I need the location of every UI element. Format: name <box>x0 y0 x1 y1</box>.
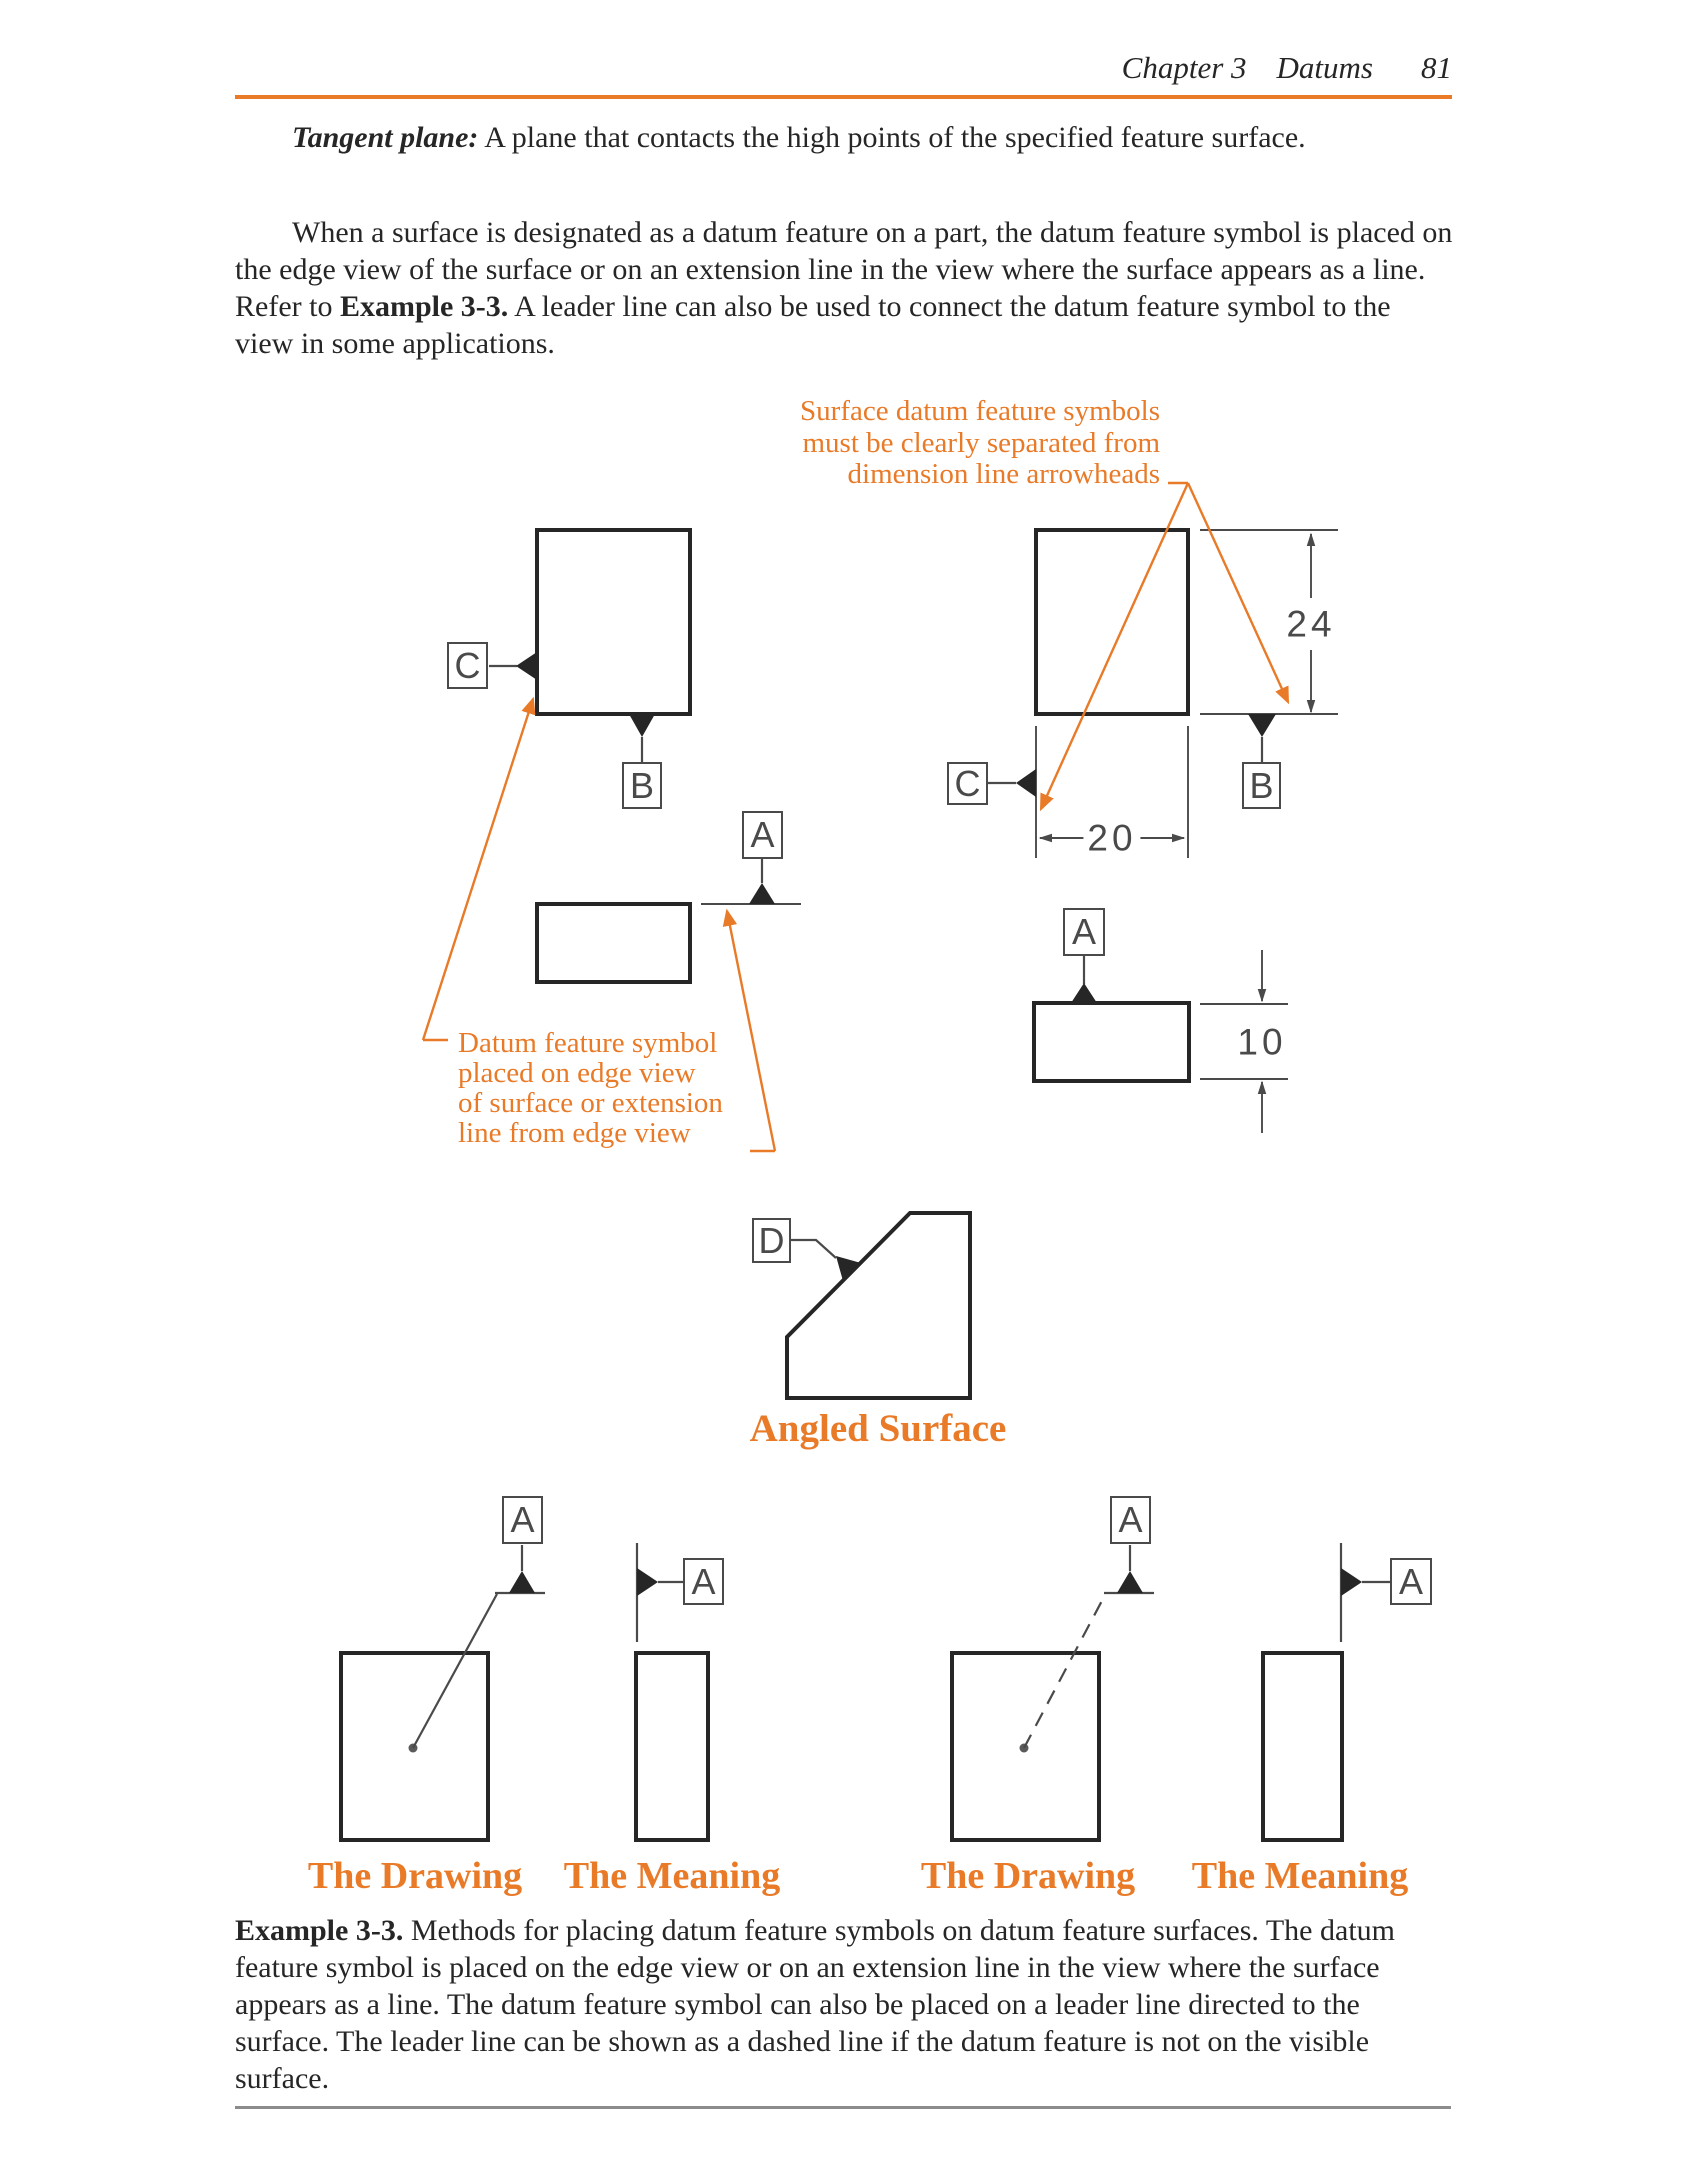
pair1-meaning-view <box>634 1543 710 1842</box>
datum-letter: A <box>1398 1560 1423 1602</box>
datum-letter: C <box>954 762 981 804</box>
dimension-20: 20 <box>1083 818 1141 858</box>
annotation-left-line2: placed on edge view <box>458 1057 696 1089</box>
orange-leaders <box>421 481 1290 1153</box>
datum-letter: A <box>1118 1499 1143 1540</box>
paragraph-tangent-plane-text: A plane that contacts the high points of… <box>478 121 1306 154</box>
pair1-meaning-label: The Meaning <box>563 1855 781 1897</box>
datum-box-c-upper-left: C <box>447 642 488 689</box>
pair2-drawing-view <box>950 1545 1154 1842</box>
annotation-top-line2: must be clearly separated from <box>802 426 1160 459</box>
pair2-meaning-label: The Meaning <box>1191 1855 1409 1897</box>
angled-surface-label: Angled Surface <box>749 1407 1007 1450</box>
figure-caption: Example 3-3. Methods for placing datum f… <box>235 1912 1455 2097</box>
upper-right-part-view <box>988 528 1338 858</box>
annotation-left-line3: of surface or extension <box>458 1087 723 1119</box>
datum-letter: B <box>1249 764 1274 806</box>
paragraph-datum-feature: When a surface is designated as a datum … <box>235 214 1453 362</box>
datum-box-d-angled: D <box>752 1218 791 1263</box>
datum-letter: A <box>691 1560 716 1602</box>
upper-left-part-view <box>489 528 801 984</box>
datum-box-a-pair1-drawing: A <box>502 1496 543 1544</box>
dimension-24: 24 <box>1282 604 1340 644</box>
header-rule <box>235 95 1452 99</box>
paragraph-datum-feature-text-2: A leader line can also be used to connec… <box>235 290 1391 360</box>
annotation-surface-datum-symbols: Surface datum feature symbols must be cl… <box>700 395 1160 491</box>
datum-letter: A <box>1071 911 1096 952</box>
datum-letter: C <box>454 644 481 686</box>
caption-text: Methods for placing datum feature symbol… <box>235 1914 1395 2095</box>
annotation-left-line4: line from edge view <box>458 1117 691 1149</box>
paragraph-datum-feature-text-1: When a surface is designated as a datum … <box>235 216 1453 323</box>
term-tangent-plane: Tangent plane: <box>292 121 479 154</box>
header-section: Datums <box>1276 50 1373 85</box>
angled-surface-view <box>785 1211 972 1400</box>
annotation-left-line1: Datum feature symbol <box>458 1027 718 1059</box>
datum-box-c-upper-right: C <box>947 762 988 805</box>
annotation-top-line3: dimension line arrowheads <box>847 458 1160 490</box>
annotation-datum-feature-symbol: Datum feature symbol placed on edge view… <box>458 1028 788 1148</box>
paragraph-tangent-plane: Tangent plane: A plane that contacts the… <box>235 119 1453 156</box>
page-header: Chapter 3 Datums 81 <box>1122 50 1452 86</box>
header-page-number: 81 <box>1421 50 1452 85</box>
pair1-drawing-view <box>339 1545 545 1842</box>
pair1-drawing-label: The Drawing <box>307 1855 523 1897</box>
datum-letter: A <box>510 1499 535 1540</box>
annotation-top-line1: Surface datum feature symbols <box>800 395 1160 427</box>
pair2-meaning-view <box>1261 1543 1390 1842</box>
datum-letter: B <box>629 764 654 806</box>
datum-box-a-pair2-drawing: A <box>1110 1496 1151 1544</box>
caption-lead: Example 3-3. <box>235 1914 404 1947</box>
header-chapter: Chapter 3 <box>1121 50 1247 85</box>
mid-right-part-view <box>1032 950 1288 1133</box>
datum-box-b-upper-left: B <box>622 762 662 809</box>
footer-rule <box>235 2106 1451 2109</box>
dimension-10: 10 <box>1233 1022 1291 1062</box>
pair2-drawing-label: The Drawing <box>920 1855 1136 1897</box>
datum-letter: D <box>758 1219 785 1261</box>
example-reference: Example 3-3. <box>339 290 509 323</box>
datum-box-a-pair2-meaning: A <box>1390 1558 1432 1605</box>
datum-box-a-upper-left: A <box>742 811 783 859</box>
datum-box-a-mid-right: A <box>1063 908 1105 956</box>
datum-box-a-pair1-meaning: A <box>683 1558 724 1605</box>
datum-letter: A <box>750 814 775 855</box>
datum-box-b-upper-right: B <box>1242 762 1281 809</box>
